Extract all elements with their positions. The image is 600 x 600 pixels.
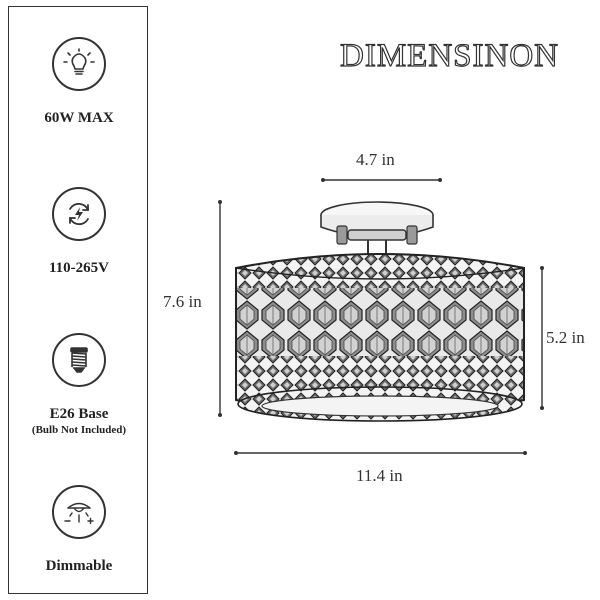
voltage-label: 110-265V xyxy=(49,260,109,276)
base-sublabel: (Bulb Not Included) xyxy=(31,424,127,436)
dimension-lines xyxy=(219,179,543,454)
e26-base-icon xyxy=(52,333,106,387)
feature-wattage: 60W MAX xyxy=(9,37,149,127)
shade-width-label: 11.4 in xyxy=(356,466,403,485)
dimmable-label: Dimmable xyxy=(45,558,113,574)
base-label: E26 Base xyxy=(49,406,109,422)
feature-dimmable: Dimmable xyxy=(9,485,149,575)
bulb-icon xyxy=(52,37,106,91)
dimmer-icon xyxy=(52,485,106,539)
lamp-shade xyxy=(235,253,525,422)
feature-base: E26 Base (Bulb Not Included) xyxy=(9,333,149,437)
wattage-label: 60W MAX xyxy=(44,110,114,126)
total-height-label: 7.6 in xyxy=(163,292,202,311)
voltage-cycle-icon xyxy=(52,187,106,241)
shade-height-label: 5.2 in xyxy=(546,328,585,347)
feature-voltage: 110-265V xyxy=(9,187,149,277)
feature-sidebar: 60W MAX 110-265V xyxy=(8,6,148,594)
page-title: DIMENSINON xyxy=(339,37,559,74)
lamp-canopy xyxy=(320,201,434,258)
canopy-width-label: 4.7 in xyxy=(356,150,395,169)
